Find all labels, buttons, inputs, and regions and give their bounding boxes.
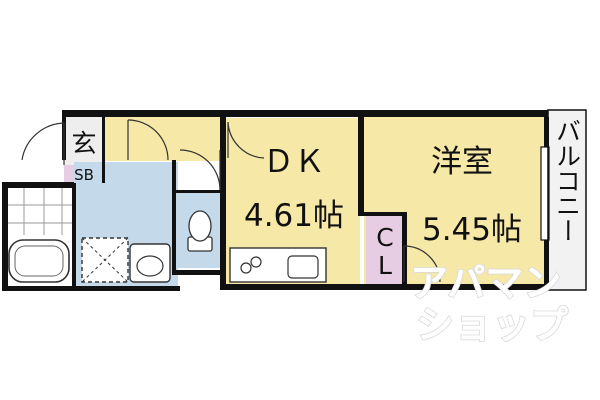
- doors: [21, 119, 441, 283]
- closet-label-l: L: [378, 251, 392, 280]
- dk-size: 4.61帖: [244, 198, 344, 234]
- dk-label: ＤＫ: [263, 144, 325, 180]
- bathtub-inner: [14, 245, 64, 277]
- closet-floor: [366, 215, 404, 284]
- entrance-label: 玄: [71, 129, 96, 158]
- toilet: [187, 210, 213, 252]
- bath-tiles: [4, 186, 74, 235]
- balcony-window: [540, 146, 550, 241]
- balcony-rail: [547, 109, 587, 291]
- closet-label-c: C: [376, 223, 393, 252]
- wash-basin: [129, 243, 171, 283]
- watermark-line-1: アパマン: [410, 261, 561, 305]
- balcony-label: バルコニー: [553, 118, 582, 243]
- western-room-label: 洋室: [431, 144, 493, 180]
- bathtub: [8, 239, 70, 283]
- shoe-box-label: SB: [74, 166, 94, 184]
- watermark-line-2: ショップ: [416, 303, 568, 347]
- hall-floor: [104, 117, 224, 161]
- balcony-floor: [548, 110, 586, 290]
- western-room-size: 5.45帖: [422, 212, 522, 248]
- kitchen-counter: [229, 247, 327, 283]
- washing-machine: [81, 237, 129, 283]
